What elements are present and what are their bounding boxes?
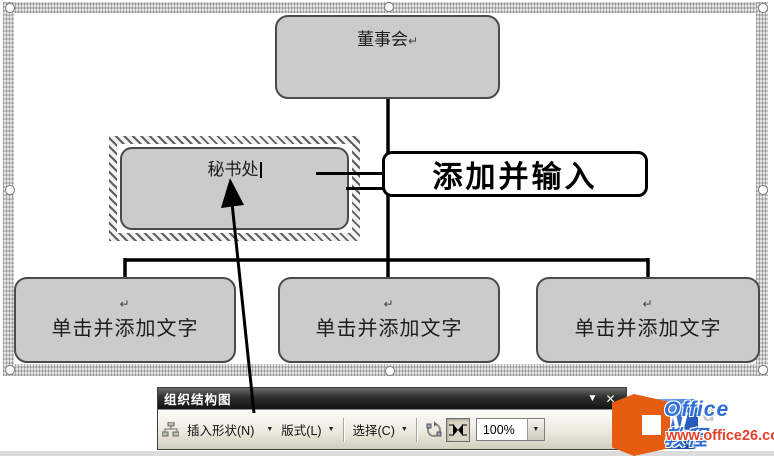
- paragraph-mark-icon: ↵: [383, 297, 395, 311]
- resize-handle-middle-right[interactable]: [758, 185, 768, 195]
- resize-handle-bottom-center[interactable]: [385, 366, 395, 376]
- toolbar-title-bar[interactable]: 组织结构图 ▼ ✕: [158, 388, 626, 409]
- toolbar-button-row: 插入形状(N) ▼ 版式(L) ▼ 选择(C) ▼: [158, 409, 626, 449]
- annotation-callout: 添加并输入: [382, 151, 648, 197]
- select-button[interactable]: 选择(C) ▼: [352, 424, 408, 438]
- watermark-site-name: Office教程网: [664, 398, 730, 450]
- org-box-subordinate-3[interactable]: ↵ 单击并添加文字: [536, 277, 760, 363]
- autoformat-button[interactable]: [422, 418, 446, 442]
- org-box-placeholder-label: 单击并添加文字: [574, 318, 722, 340]
- resize-handle-bottom-left[interactable]: [5, 365, 15, 375]
- chevron-down-icon[interactable]: ▼: [327, 426, 335, 433]
- toolbar-separator: [342, 417, 345, 442]
- org-box-label: 秘书处: [207, 160, 259, 179]
- org-box-placeholder-label: 单击并添加文字: [51, 318, 199, 340]
- text-wrapping-button[interactable]: [445, 417, 470, 442]
- zoom-dropdown-button[interactable]: ▼: [526, 419, 544, 440]
- office-logo-icon: [612, 394, 670, 456]
- toolbar-options-icon[interactable]: ▼: [587, 393, 599, 404]
- resize-handle-bottom-right[interactable]: [758, 365, 768, 375]
- paragraph-mark-icon: ↵: [642, 297, 654, 311]
- resize-handle-middle-left[interactable]: [5, 185, 15, 195]
- chevron-down-icon: ▼: [532, 426, 540, 433]
- insert-shape-button[interactable]: 插入形状(N) ▼: [187, 424, 274, 438]
- org-box-subordinate-2[interactable]: ↵ 单击并添加文字: [278, 277, 500, 363]
- paragraph-mark-icon: ↵: [407, 34, 419, 48]
- chevron-down-icon[interactable]: ▼: [400, 426, 408, 433]
- autoformat-icon: [426, 420, 442, 437]
- toolbar-title: 组织结构图: [164, 393, 232, 407]
- org-box-subordinate-1[interactable]: ↵ 单击并添加文字: [14, 277, 236, 363]
- layout-button[interactable]: 版式(L) ▼: [281, 424, 335, 438]
- text-wrapping-icon: [448, 423, 467, 436]
- zoom-value[interactable]: 100%: [482, 422, 515, 437]
- watermark-site-url: www.office26.com: [666, 428, 774, 444]
- org-box-placeholder-label: 单击并添加文字: [315, 318, 463, 340]
- annotation-callout-label: 添加并输入: [432, 161, 598, 194]
- zoom-combobox[interactable]: 100% ▼: [475, 418, 545, 441]
- resize-handle-top-center[interactable]: [384, 2, 394, 12]
- chevron-down-icon[interactable]: ▼: [266, 426, 274, 433]
- text-cursor: [259, 162, 262, 178]
- resize-handle-top-left[interactable]: [5, 3, 15, 13]
- toolbar-close-icon[interactable]: ✕: [605, 391, 617, 406]
- org-chart-toolbar: 组织结构图 ▼ ✕ 插入形状(N) ▼ 版式(L) ▼: [157, 387, 627, 450]
- insert-shape-icon: [161, 421, 180, 437]
- org-box-board-of-directors[interactable]: 董事会↵: [275, 15, 500, 99]
- toolbar-separator: [415, 417, 418, 442]
- page-bottom-strip: [0, 451, 774, 456]
- org-box-label: 董事会: [356, 30, 408, 49]
- resize-handle-top-right[interactable]: [758, 3, 768, 13]
- paragraph-mark-icon: ↵: [119, 297, 131, 311]
